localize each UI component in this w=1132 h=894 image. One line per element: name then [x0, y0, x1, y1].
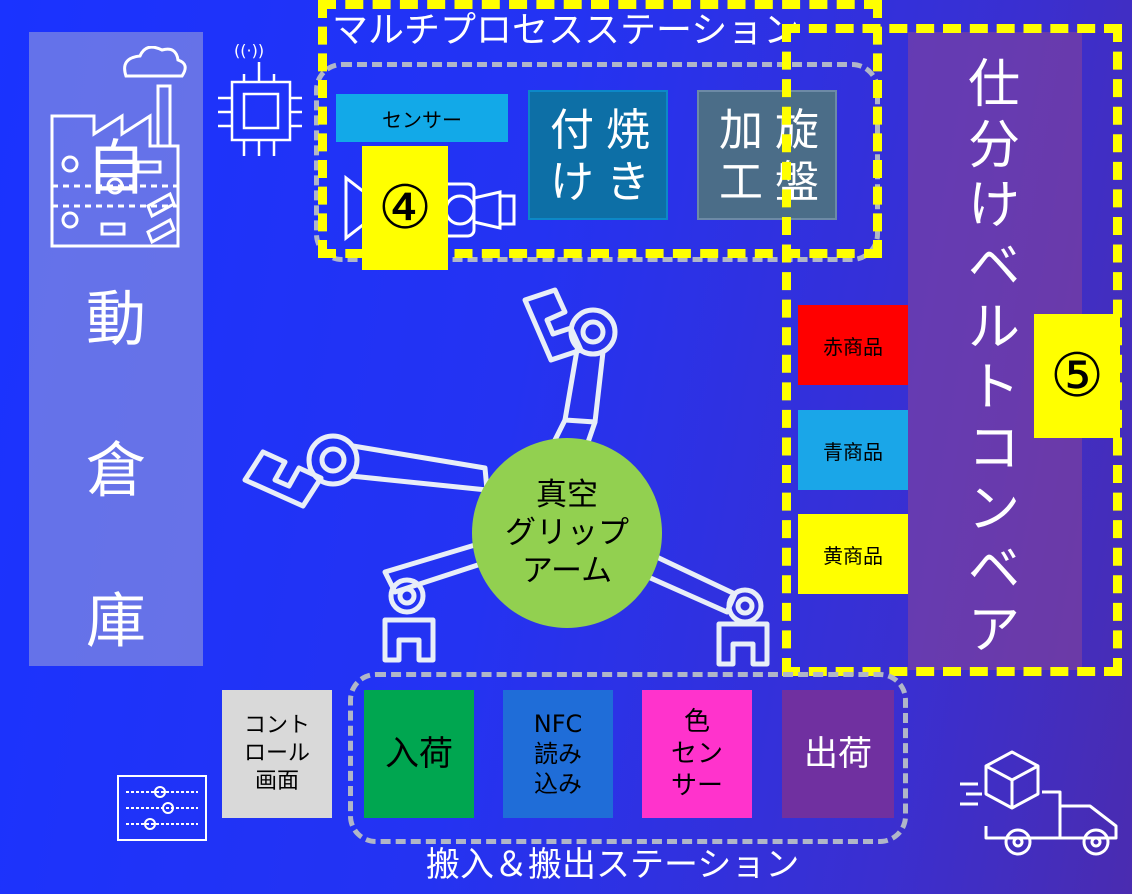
- product-red: 赤商品: [798, 305, 908, 385]
- color-sensor-label-line: 色: [683, 707, 710, 737]
- product-yellow-label: 黄商品: [823, 543, 883, 568]
- sorter-char: ト: [967, 358, 1020, 419]
- color-sensor-label-line: サー: [670, 771, 723, 801]
- badge-five: ⑤: [1034, 314, 1120, 438]
- automated-warehouse-panel: [29, 32, 203, 666]
- sorter-char: ル: [967, 297, 1020, 358]
- robot-arm-icon: [242, 287, 770, 667]
- lathe-box: 加 旋 工 盤: [697, 90, 837, 220]
- lathe-char: 工: [719, 157, 763, 208]
- sorter-char: ン: [967, 479, 1020, 540]
- inbound-box: 入荷: [364, 690, 474, 818]
- sorter-char: ベ: [967, 540, 1020, 601]
- warehouse-char: 庫: [86, 587, 146, 657]
- product-red-label: 赤商品: [823, 334, 883, 359]
- warehouse-char: 動: [86, 285, 146, 355]
- control-label-line: 画面: [254, 769, 299, 794]
- arm-label-line: 真空: [536, 477, 598, 513]
- control-label-line: コント: [243, 713, 310, 738]
- nfc-reader-box: NFC 読み 込み: [503, 690, 613, 818]
- process-station-highlight: [318, 0, 882, 258]
- sorter-char: 分: [967, 115, 1020, 176]
- factory-icon: [50, 46, 187, 248]
- sorting-belt-conveyor-label: 仕 分 け ベ ル ト コ ン ベ ア: [944, 58, 1044, 658]
- svg-text:((·)): ((·)): [234, 41, 264, 60]
- soldering-box: 付 焼 け き: [528, 90, 668, 220]
- control-screen-box: コント ロール 画面: [222, 690, 332, 818]
- sensor-label: センサー: [382, 107, 462, 132]
- outbound-label: 出荷: [804, 734, 872, 774]
- badge-four: ④: [362, 146, 448, 270]
- outbound-box: 出荷: [782, 690, 894, 818]
- nfc-label-line: 読み: [534, 740, 582, 768]
- sensor-box: センサー: [336, 94, 508, 142]
- control-panel-icon: [117, 775, 207, 841]
- warehouse-char: 倉: [86, 436, 146, 506]
- soldering-char: き: [606, 157, 650, 208]
- control-label-line: ロール: [243, 741, 310, 766]
- badge-four-label: ④: [378, 173, 432, 243]
- nfc-label-line: NFC: [533, 710, 583, 738]
- lathe-char: 加: [719, 105, 763, 156]
- soldering-char: 焼: [606, 105, 650, 156]
- inbound-label: 入荷: [385, 734, 453, 774]
- sorter-char: ベ: [967, 236, 1020, 297]
- nfc-label-line: 込み: [534, 770, 582, 798]
- soldering-char: 付: [550, 105, 594, 156]
- sorter-char: コ: [967, 418, 1020, 479]
- vacuum-grip-arm: 真空 グリップ アーム: [472, 438, 662, 628]
- delivery-truck-icon: [960, 750, 1118, 856]
- warehouse-char: 自: [86, 134, 146, 204]
- iot-chip-icon: ((·)): [218, 41, 302, 156]
- sorter-char: け: [967, 176, 1020, 237]
- color-sensor-label-line: セン: [670, 739, 723, 769]
- product-blue: 青商品: [798, 410, 908, 490]
- product-blue-label: 青商品: [823, 439, 883, 464]
- multi-process-station-title: マルチプロセスステーション: [332, 10, 800, 51]
- sorter-char: ア: [967, 600, 1020, 661]
- arm-label-line: グリップ: [505, 515, 629, 551]
- arm-label-line: アーム: [521, 553, 613, 589]
- automated-warehouse-label: 自 動 倉 庫: [72, 120, 160, 660]
- inbound-outbound-station-frame: [348, 672, 908, 844]
- color-sensor-box: 色 セン サー: [642, 690, 752, 818]
- inbound-outbound-station-title: 搬入＆搬出ステーション: [426, 845, 800, 885]
- badge-five-label: ⑤: [1050, 341, 1104, 411]
- product-yellow: 黄商品: [798, 514, 908, 594]
- sorter-char: 仕: [967, 55, 1020, 115]
- soldering-char: け: [550, 157, 594, 208]
